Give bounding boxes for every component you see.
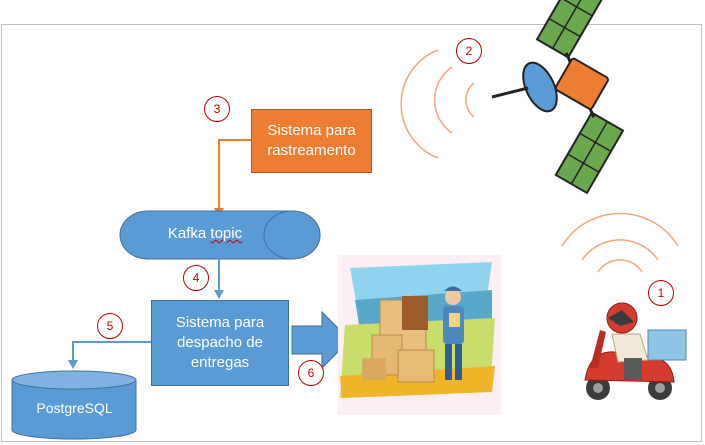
satellite-icon: [491, 0, 625, 195]
postgresql-cylinder[interactable]: [11, 370, 137, 440]
block-arrow-icon: [291, 310, 351, 370]
step-marker-6: 6: [298, 360, 324, 386]
step-marker-3: 3: [204, 96, 230, 122]
delivery-scooter-icon: [584, 302, 687, 400]
arrow-kafka-to-dispatch: [214, 259, 224, 299]
dispatch-system-box[interactable]: Sistema para despacho de entregas: [151, 300, 289, 386]
kafka-topic-cylinder[interactable]: [119, 210, 321, 260]
kafka-label-prefix: Kafka: [167, 225, 211, 242]
arrow-tracking-to-kafka: [214, 139, 251, 217]
step-marker-5: 5: [97, 313, 123, 339]
courier-illustration: [338, 255, 501, 415]
postgresql-label: PostgreSQL: [36, 400, 113, 416]
arrow-dispatch-to-database: [68, 341, 151, 369]
step-marker-4: 4: [183, 265, 209, 291]
kafka-label-word: topic: [210, 225, 243, 242]
satellite-signal-icon: [400, 49, 475, 159]
diagram-frame: [1, 24, 702, 442]
step-marker-1: 1: [648, 280, 674, 306]
tracking-system-box[interactable]: Sistema para rastreamento: [251, 109, 372, 173]
step-marker-2: 2: [456, 38, 482, 64]
scooter-signal-icon: [561, 212, 679, 273]
kafka-topic-label: Kafka topic: [140, 225, 270, 242]
